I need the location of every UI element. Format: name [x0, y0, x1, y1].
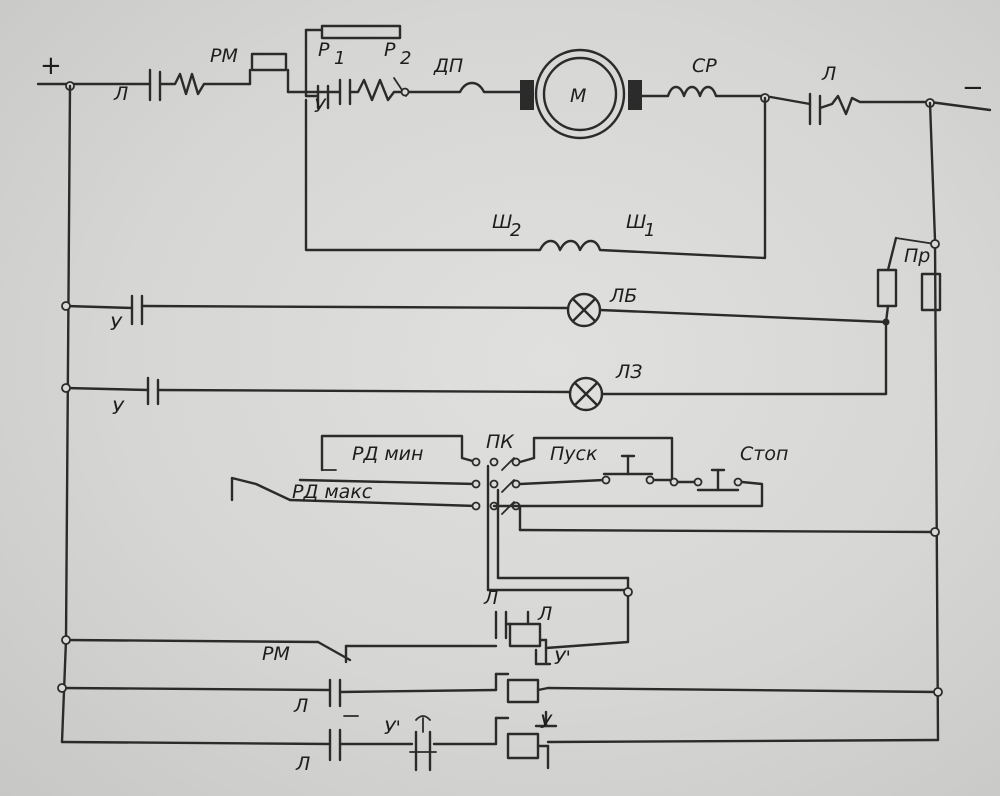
stop-button[interactable]: [492, 468, 764, 508]
node-r2: [400, 87, 410, 97]
row3-coil-u: [60, 710, 940, 772]
label-lb: ЛБ: [609, 285, 637, 307]
node-row2-right: [933, 687, 943, 697]
label-sh2-sub: 2: [510, 220, 521, 241]
label-u-coil: У: [540, 711, 553, 733]
label-u-prime-coil: У': [554, 647, 571, 669]
pk-to-coil-wiring: [486, 464, 633, 650]
lamp-lb-row: [64, 292, 888, 328]
starting-resistor: [304, 24, 402, 110]
label-l-coil: Л: [537, 603, 552, 625]
label-lz: ЛЗ: [615, 361, 642, 383]
lamp-lz-row: [64, 376, 888, 412]
left-rail: [64, 84, 72, 642]
label-rd-min: РД мин: [352, 443, 423, 465]
label-motor: М: [570, 85, 586, 107]
node-pk-right: [930, 527, 940, 537]
node-lb: [61, 301, 71, 311]
coil-l: [494, 610, 552, 666]
label-sh1-sub: 1: [644, 220, 655, 241]
right-rail-top: [928, 101, 937, 242]
label-sh2: Ш: [492, 211, 512, 233]
row2-coil-u-prime: [60, 672, 940, 717]
fuses-pr: [876, 236, 942, 396]
label-r1-sub: 1: [334, 48, 345, 69]
motor-brush-left: [520, 80, 534, 110]
label-r2: Р: [384, 39, 396, 61]
label-l-main-left: Л: [113, 83, 128, 105]
label-u-lamp2: У: [112, 397, 125, 419]
plus-terminal-label: +: [40, 51, 62, 81]
label-l-row2: Л: [293, 695, 308, 717]
node-start-stop: [669, 477, 679, 487]
main-power-line: [36, 48, 992, 140]
shunt-winding: [304, 96, 767, 260]
label-u-top: У: [314, 95, 327, 117]
label-rd-max: РД макс: [292, 481, 373, 503]
rm-contact-row: [64, 638, 498, 664]
label-l-main-right: Л: [821, 63, 836, 85]
node-rm: [61, 635, 71, 645]
label-r1: Р: [318, 39, 330, 61]
minus-terminal-label: −: [962, 73, 984, 103]
label-sr: СР: [692, 55, 717, 77]
rm-relay-coil-box: [250, 52, 288, 72]
label-u-lamp1: У: [110, 313, 123, 335]
label-sh1: Ш: [626, 211, 646, 233]
selector-switch-pk: [489, 436, 937, 534]
label-stop: Стоп: [740, 443, 788, 465]
label-pr: Пр: [904, 245, 930, 267]
label-l-coil-top: Л: [483, 587, 498, 609]
label-pusk: Пуск: [550, 443, 598, 465]
label-rm-bottom: РМ: [262, 643, 290, 665]
label-pk: ПК: [486, 431, 515, 453]
pressure-switches: [230, 434, 481, 511]
node-lz: [61, 383, 71, 393]
right-rail: [933, 238, 940, 742]
label-u-prime-contact: У': [384, 717, 401, 739]
label-l-row3: Л: [295, 753, 310, 775]
label-r2-sub: 2: [400, 48, 411, 69]
motor-brush-right: [628, 80, 642, 110]
label-rm-top: РМ: [210, 45, 238, 67]
node-lb-right: [882, 318, 890, 326]
node-row2: [57, 683, 67, 693]
label-dp: ДП: [433, 55, 463, 77]
start-button[interactable]: [601, 454, 655, 485]
